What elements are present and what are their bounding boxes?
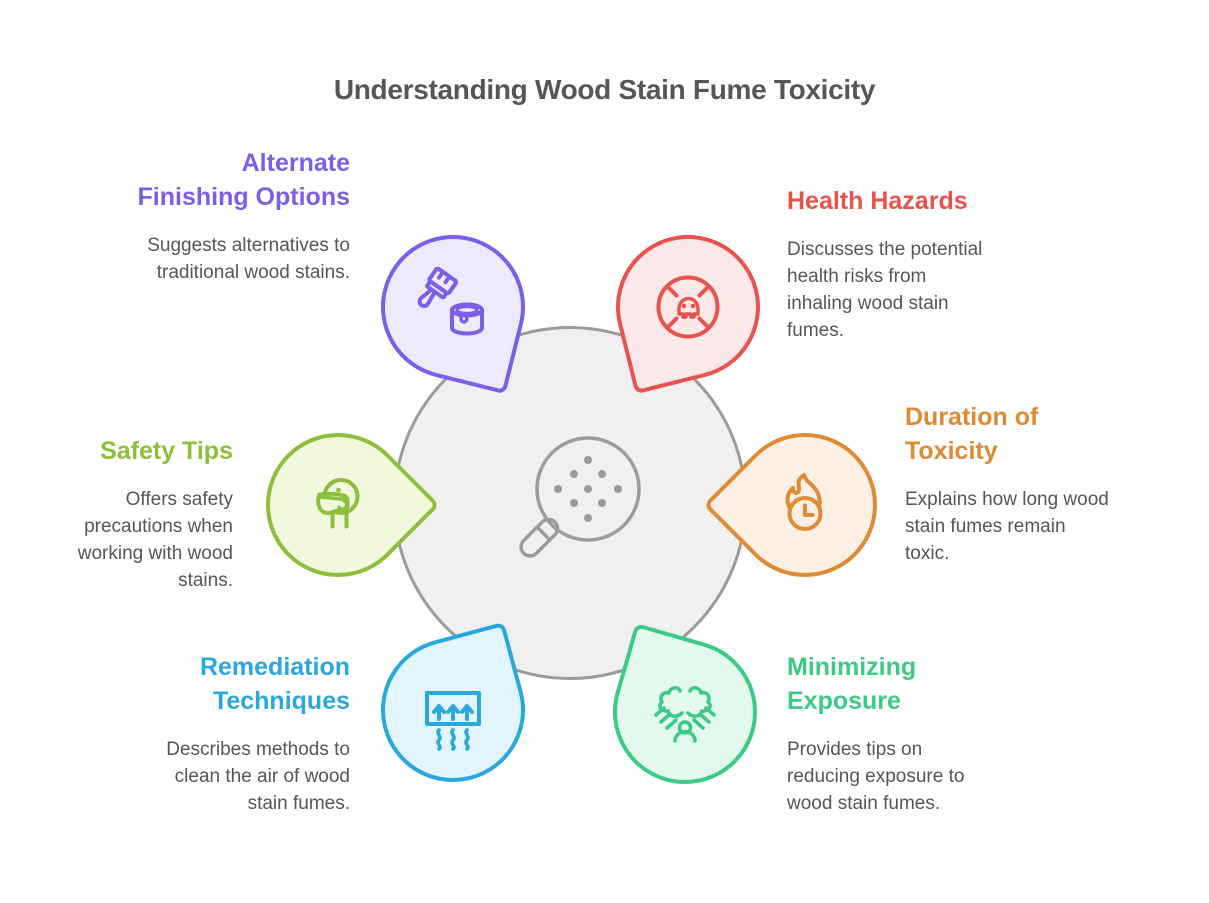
node-remediation-techniques	[364, 621, 542, 799]
section-title-duration-of-toxicity: Duration of Toxicity	[905, 403, 1039, 465]
section-safety-tips: Safety Tips Offers safety precautions wh…	[0, 434, 233, 594]
paintbrush-paint-can-icon	[417, 266, 484, 336]
section-description-alternate-finishing-options: Suggests alternatives to traditional woo…	[147, 235, 350, 283]
section-title-minimizing-exposure: Minimizing Exposure	[787, 653, 917, 715]
section-description-health-hazards: Discusses the potential health risks fro…	[787, 239, 983, 341]
ventilation-arrows-icon	[425, 691, 481, 751]
section-title-remediation-techniques: Remediation Techniques	[199, 653, 350, 715]
section-health-hazards: Health Hazards Discusses the potential h…	[787, 184, 1057, 344]
magnifier-particles-icon	[519, 436, 641, 558]
face-mask-icon	[316, 478, 360, 529]
page-title: Understanding Wood Stain Fume Toxicity	[333, 74, 876, 105]
person-fumes-icon	[654, 686, 716, 743]
section-description-duration-of-toxicity: Explains how long wood stain fumes remai…	[905, 489, 1109, 564]
section-duration-of-toxicity: Duration of Toxicity Explains how long w…	[905, 400, 1195, 567]
section-description-minimizing-exposure: Provides tips on reducing exposure to wo…	[787, 739, 965, 814]
center-circle	[393, 326, 747, 680]
toxic-skull-icon	[656, 275, 720, 339]
section-alternate-finishing-options: Alternate Finishing Options Suggests alt…	[20, 146, 350, 286]
node-health-hazards	[600, 219, 776, 395]
section-remediation-techniques: Remediation Techniques Describes methods…	[30, 650, 350, 817]
section-title-health-hazards: Health Hazards	[787, 187, 968, 215]
node-minimizing-exposure	[595, 622, 775, 802]
section-description-remediation-techniques: Describes methods to clean the air of wo…	[166, 739, 350, 814]
node-duration-of-toxicity	[703, 403, 907, 607]
node-alternate-finishing-options	[365, 219, 541, 395]
section-minimizing-exposure: Minimizing Exposure Provides tips on red…	[787, 650, 1057, 817]
section-title-safety-tips: Safety Tips	[100, 437, 233, 465]
flame-clock-icon	[785, 473, 823, 531]
node-safety-tips	[236, 403, 440, 607]
section-description-safety-tips: Offers safety precautions when working w…	[77, 489, 233, 591]
section-title-alternate-finishing-options: Alternate Finishing Options	[137, 149, 350, 211]
